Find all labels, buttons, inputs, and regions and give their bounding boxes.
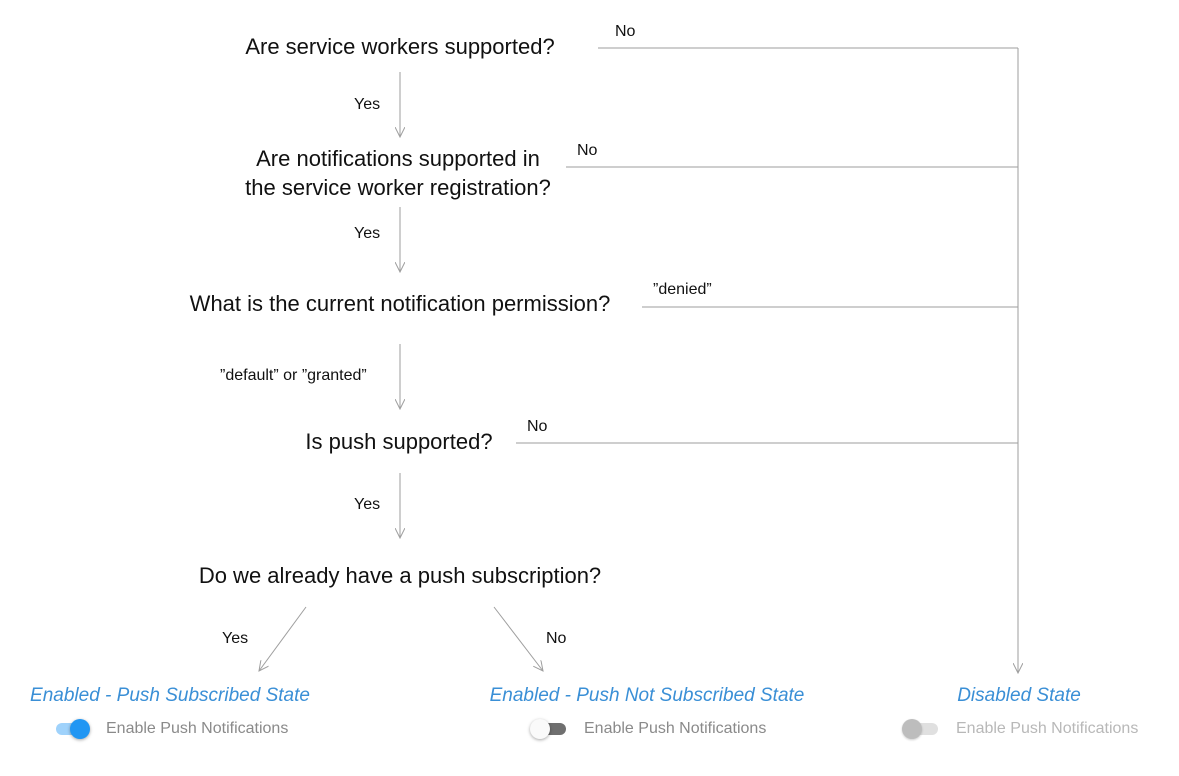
label-q2-no: No (577, 142, 598, 159)
label-q4-no: No (527, 418, 548, 435)
not-subscribed-toggle-row: Enable Push Notifications (530, 718, 767, 740)
label-q1-yes: Yes (354, 96, 381, 113)
q5-no-arrow (493, 606, 543, 671)
question-service-workers: Are service workers supported? (245, 34, 555, 59)
subscribed-toggle-row: Enable Push Notifications (54, 718, 288, 740)
q5-yes-arrow (259, 606, 307, 671)
label-q3-default-granted: ”default” or ”granted” (220, 367, 367, 384)
push-toggle-subscribed[interactable] (54, 718, 90, 740)
label-q3-denied: ”denied” (653, 281, 712, 298)
question-notifications-line-2: the service worker registration? (245, 175, 551, 200)
label-q2-yes: Yes (354, 225, 381, 242)
toggle-thumb (902, 719, 922, 739)
question-push-supported: Is push supported? (305, 429, 493, 454)
question-permission: What is the current notification permiss… (189, 291, 611, 316)
disabled-toggle-row: Enable Push Notifications (902, 718, 1139, 740)
push-toggle-not-subscribed[interactable] (530, 718, 568, 740)
state-title-disabled: Disabled State (957, 685, 1081, 706)
toggle-thumb (530, 719, 550, 739)
state-title-not-subscribed: Enabled - Push Not Subscribed State (489, 685, 805, 706)
toggle-thumb (70, 719, 90, 739)
toggle-label-subscribed: Enable Push Notifications (106, 720, 289, 737)
toggle-label-not-subscribed: Enable Push Notifications (584, 720, 767, 737)
state-title-subscribed: Enabled - Push Subscribed State (30, 685, 310, 706)
label-q5-no: No (546, 630, 567, 647)
label-q4-yes: Yes (354, 496, 381, 513)
label-q1-no: No (615, 23, 636, 40)
label-q5-yes: Yes (222, 630, 249, 647)
question-push-subscription: Do we already have a push subscription? (198, 563, 602, 588)
question-notifications-line-1: Are notifications supported in (256, 146, 540, 171)
toggle-label-disabled: Enable Push Notifications (956, 720, 1139, 737)
push-toggle-disabled (902, 718, 940, 740)
